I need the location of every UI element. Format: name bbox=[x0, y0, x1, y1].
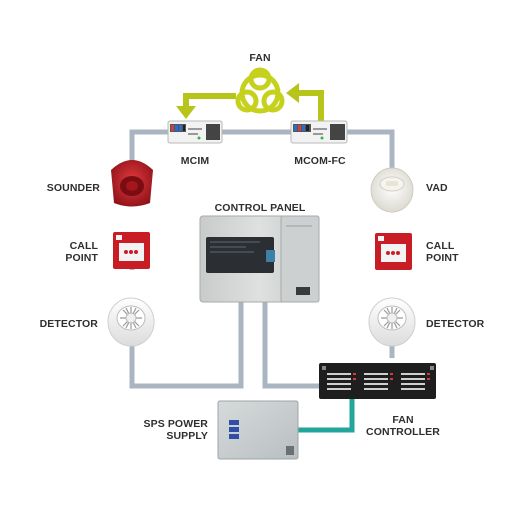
call-point-left-line2: POINT bbox=[65, 252, 98, 264]
call-point-right-icon bbox=[375, 233, 412, 270]
fan-controller-line2: CONTROLLER bbox=[366, 426, 440, 438]
sounder-label: SOUNDER bbox=[46, 182, 100, 194]
power-wire bbox=[298, 398, 355, 433]
fan-controller-line1: FAN bbox=[392, 414, 414, 426]
mcim-module bbox=[167, 120, 223, 144]
vad-label: VAD bbox=[426, 182, 448, 194]
detector-right-icon bbox=[368, 297, 416, 347]
sounder-icon bbox=[111, 160, 153, 207]
mcim-label: MCIM bbox=[180, 155, 210, 167]
call-point-left-label: CALL POINT bbox=[30, 240, 98, 264]
sps-line2: SUPPLY bbox=[166, 430, 208, 442]
call-point-right-line2: POINT bbox=[426, 252, 459, 264]
arrow-from-mcom-head bbox=[286, 83, 299, 103]
fan-controller-label: FAN CONTROLLER bbox=[360, 414, 446, 438]
arrow-from-mcom-line bbox=[298, 90, 324, 122]
arrow-to-mcim-line bbox=[183, 93, 236, 108]
control-panel-label: CONTROL PANEL bbox=[214, 202, 306, 214]
detector-left-label: DETECTOR bbox=[39, 318, 98, 330]
loop-wire-top bbox=[129, 129, 395, 210]
detector-right-label: DETECTOR bbox=[426, 318, 485, 330]
loop-wire-left-return bbox=[129, 302, 244, 389]
call-point-left-line1: CALL bbox=[69, 240, 98, 252]
detector-left-icon bbox=[107, 297, 155, 347]
fan-arrows bbox=[183, 90, 324, 122]
mcom-fc-label: MCOM-FC bbox=[294, 155, 346, 167]
fan-controller-icon bbox=[319, 363, 436, 399]
arrow-to-mcim-head bbox=[176, 106, 196, 119]
sps-line1: SPS POWER bbox=[143, 418, 208, 430]
vad-icon bbox=[370, 167, 414, 213]
call-point-right-line1: CALL bbox=[426, 240, 455, 252]
fan-icon bbox=[235, 67, 285, 114]
sps-power-supply-label: SPS POWER SUPPLY bbox=[110, 418, 208, 442]
mcom-fc-module bbox=[290, 120, 348, 144]
call-point-right-label: CALL POINT bbox=[426, 240, 459, 264]
panel-to-controller-wire bbox=[262, 302, 322, 389]
control-panel-icon bbox=[199, 215, 320, 303]
power-supply-icon bbox=[217, 400, 299, 460]
call-point-left-icon bbox=[113, 232, 150, 269]
fan-label: FAN bbox=[249, 52, 271, 64]
